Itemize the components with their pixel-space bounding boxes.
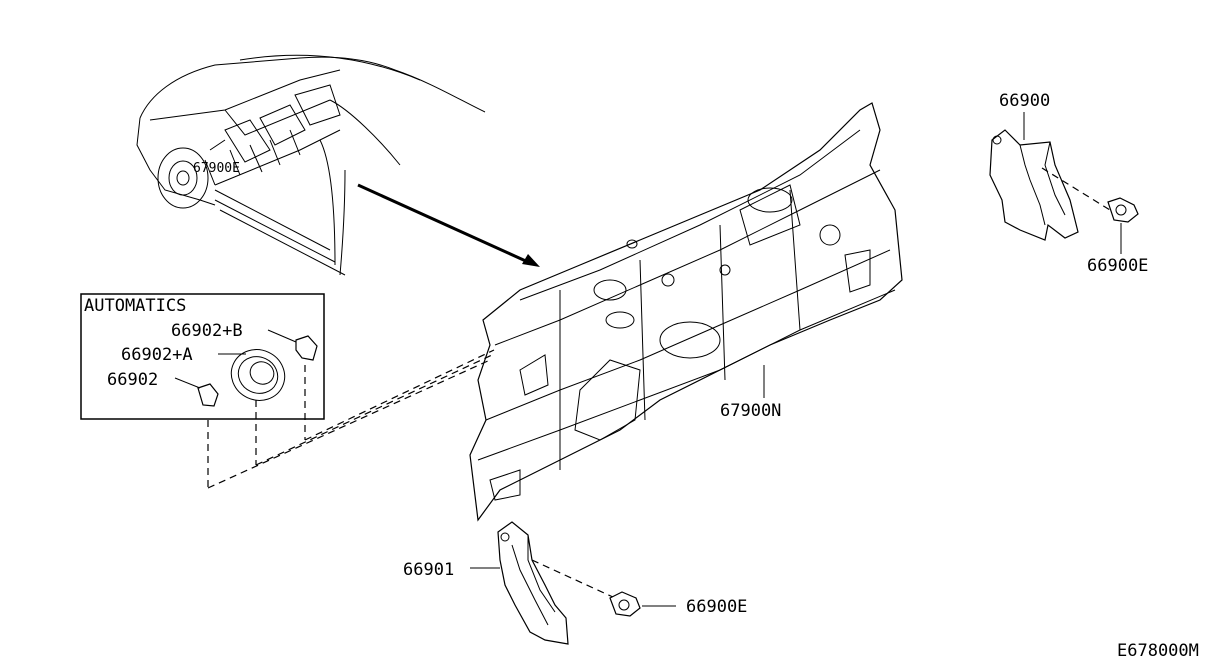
clip-66902B (295, 335, 318, 361)
label-66900: 66900 (999, 91, 1050, 111)
clip-66902 (197, 383, 219, 407)
direction-arrow (357, 183, 540, 267)
part-66901 (497, 521, 569, 645)
label-66902: 66902 (107, 370, 158, 390)
label-66901: 66901 (403, 560, 454, 580)
grommet-66902A (230, 349, 286, 401)
figure-code: E678000M (1117, 641, 1199, 661)
label-66900E-top: 66900E (1087, 256, 1148, 276)
leader-66902B (267, 329, 297, 343)
leader-66902 (174, 377, 201, 389)
clip-66900E-bottom (609, 591, 641, 617)
car-inset-label: 67900E (193, 161, 240, 176)
dash-insulator-panel (469, 102, 903, 522)
car-illustration: 67900E (136, 54, 486, 276)
label-66902A: 66902+A (121, 345, 193, 365)
label-66900E-bottom: 66900E (686, 597, 747, 617)
label-67900N: 67900N (720, 401, 781, 421)
dashed-link-66900E-bottom (531, 559, 616, 599)
clip-66900E-top (1107, 197, 1139, 223)
label-66902B: 66902+B (171, 321, 243, 341)
automatics-title: AUTOMATICS (84, 296, 186, 316)
dashed-link-66900E-top (1041, 167, 1111, 211)
part-66900 (989, 129, 1079, 241)
dashed-links-automatics (207, 349, 495, 489)
